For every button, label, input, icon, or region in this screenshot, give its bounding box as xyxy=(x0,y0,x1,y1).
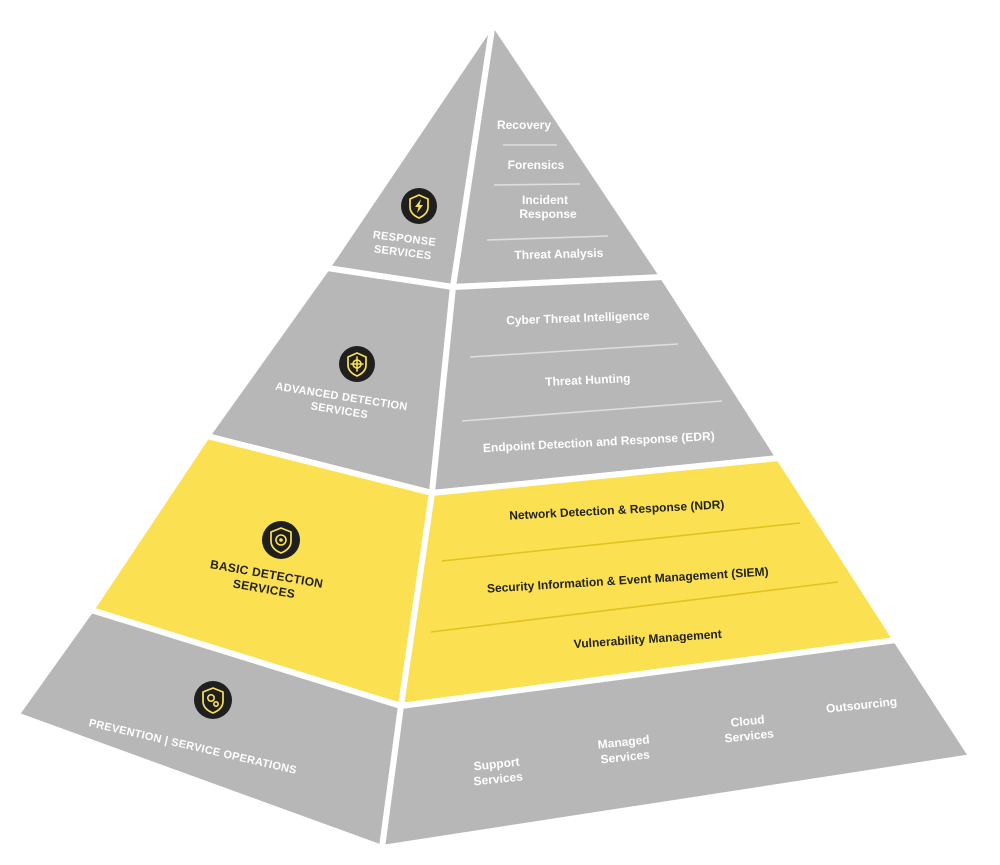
item-line: Services xyxy=(724,726,775,745)
advanced-item-separators xyxy=(461,343,723,422)
basic-detection-badge xyxy=(262,521,300,559)
item-line: Managed xyxy=(597,732,650,751)
item-threat-analysis: Threat Analysis xyxy=(514,246,604,262)
item-incident-response-line1: Incident xyxy=(522,193,568,207)
item-threat-hunting: Threat Hunting xyxy=(545,371,631,389)
item-cloud-services: Cloud Services xyxy=(724,712,775,745)
basic-item-separators xyxy=(430,522,839,633)
item-support-services: Support Services xyxy=(473,755,524,789)
shield-gears-icon xyxy=(202,687,224,714)
response-services-items: Recovery Forensics Incident Response Thr… xyxy=(497,118,604,262)
item-recovery: Recovery xyxy=(497,118,551,132)
item-forensics: Forensics xyxy=(508,158,565,172)
prevention-badge xyxy=(194,681,232,719)
shield-target-icon xyxy=(347,352,367,377)
item-managed-services: Managed Services xyxy=(597,732,651,766)
separator-line xyxy=(430,581,839,633)
response-services-badge xyxy=(401,188,437,224)
prevention-right-face xyxy=(379,637,975,851)
shield-lightning-icon xyxy=(409,194,429,219)
advanced-detection-badge xyxy=(339,346,375,382)
item-line: Services xyxy=(600,747,651,766)
separator-line xyxy=(441,522,801,562)
item-line: Cloud xyxy=(730,712,765,729)
item-cyber-threat-intelligence: Cyber Threat Intelligence xyxy=(506,308,650,327)
separator-line xyxy=(469,343,679,358)
separator-line xyxy=(493,183,581,186)
separator-line xyxy=(486,235,609,241)
item-incident-response-line2: Response xyxy=(519,207,577,221)
item-line: Services xyxy=(473,769,524,788)
item-line: Support xyxy=(473,755,520,774)
response-item-separators xyxy=(486,144,609,241)
shield-eye-icon xyxy=(270,527,292,554)
separator-line xyxy=(461,400,723,422)
